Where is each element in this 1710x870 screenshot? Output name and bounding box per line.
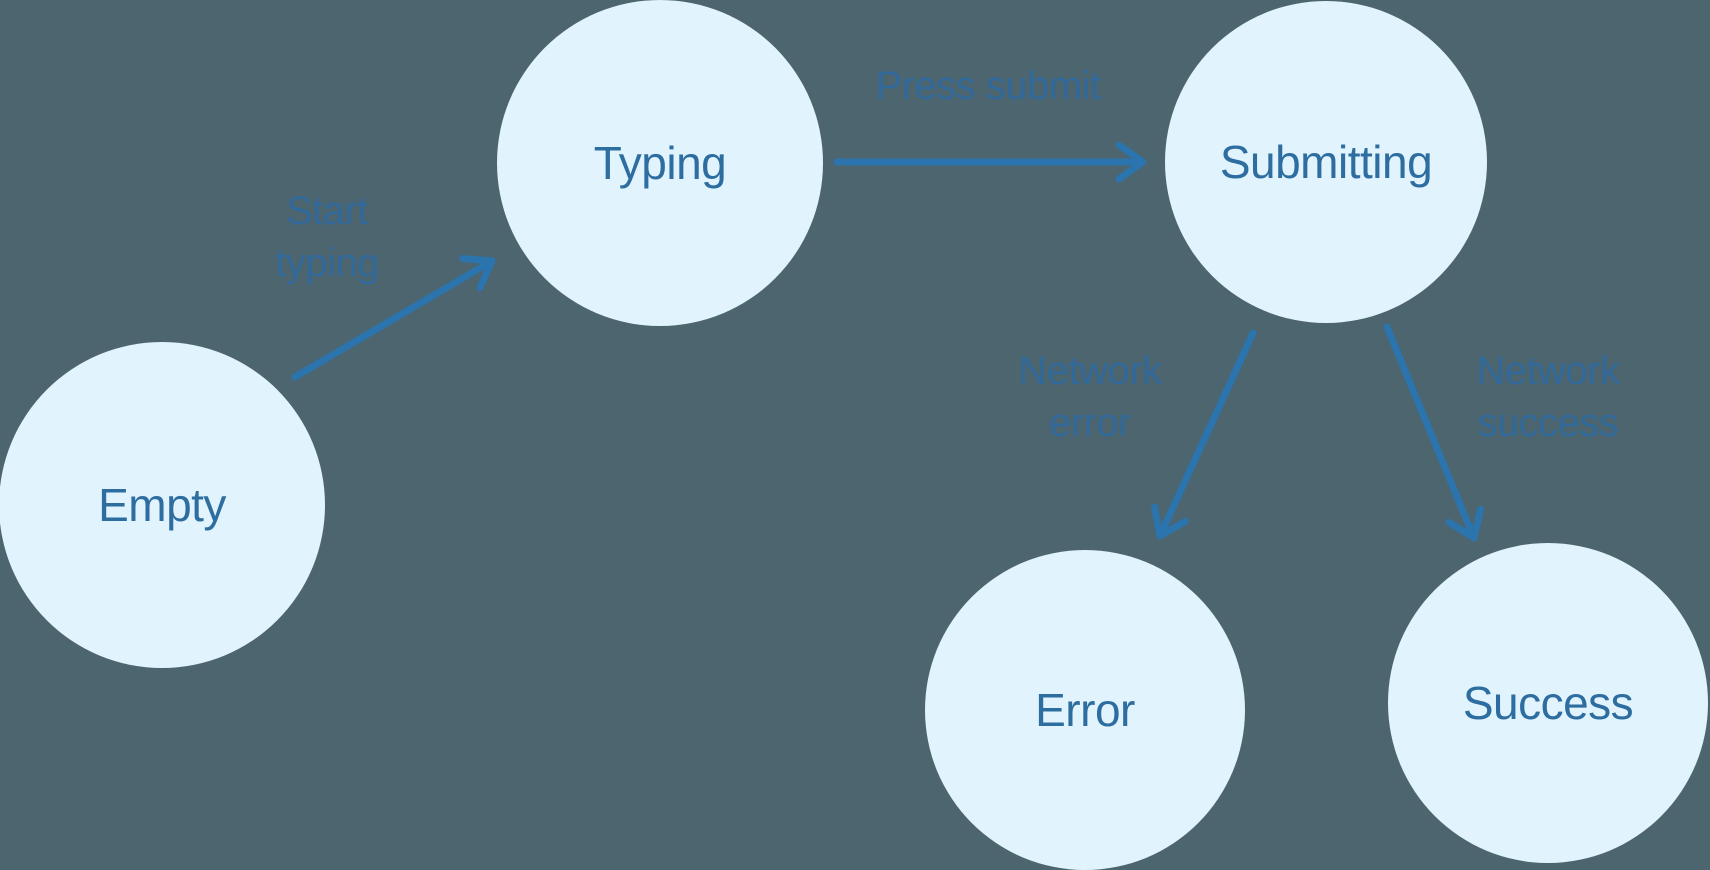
state-label-typing: Typing xyxy=(593,137,727,189)
state-node-typing: Typing xyxy=(497,0,823,326)
edge-empty-to-typing xyxy=(291,255,496,381)
state-label-error: Error xyxy=(1035,684,1135,736)
state-node-submitting: Submitting xyxy=(1165,1,1487,323)
transition-label-press-submit: Press submit xyxy=(875,64,1101,108)
transition-label-start-typing: Start typing xyxy=(275,189,379,285)
transition-label-network-success: Network success xyxy=(1476,349,1620,445)
state-label-submitting: Submitting xyxy=(1219,136,1433,188)
state-node-error: Error xyxy=(925,550,1245,870)
transition-label-network-error: Network error xyxy=(1018,349,1162,445)
state-label-success: Success xyxy=(1462,677,1634,729)
edge-submitting-to-error xyxy=(1151,329,1257,540)
state-node-success: Success xyxy=(1388,543,1708,863)
edge-submitting-to-success xyxy=(1383,323,1485,542)
state-label-empty: Empty xyxy=(98,479,226,531)
state-node-empty: Empty xyxy=(0,342,325,668)
